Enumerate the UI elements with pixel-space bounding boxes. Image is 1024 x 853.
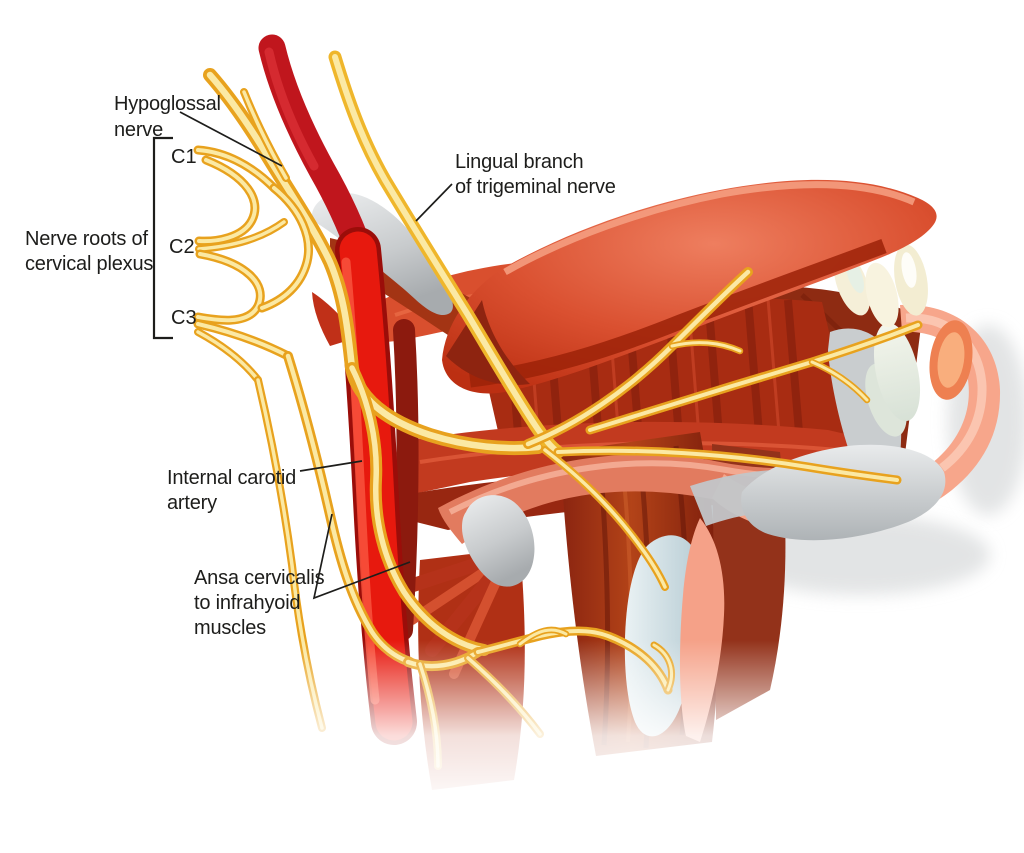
lingual-leader-line [415, 183, 453, 222]
lingual-nerve-path [328, 50, 565, 459]
label-carotid-line1: Internal carotid [167, 467, 296, 489]
hypoglossal-nerve-path [203, 68, 545, 456]
tongue-body [442, 179, 937, 394]
label-c1: C1 [171, 146, 197, 168]
arteries [258, 34, 419, 745]
lower-lip [929, 320, 973, 400]
label-hypoglossal-line2: nerve [114, 119, 163, 141]
external-carotid-top [258, 34, 376, 272]
lower-tooth [873, 322, 921, 422]
label-ansa-line2: to infrahyoid [194, 592, 300, 614]
skin-highlight [905, 313, 987, 472]
cervical-plexus-roots [193, 145, 313, 384]
label-lingual-line2: of trigeminal nerve [455, 176, 616, 198]
hypoglossal-leader-line [179, 111, 283, 167]
label-c2: C2 [169, 236, 195, 258]
label-c3: C3 [171, 307, 197, 329]
carotid-leader-line [299, 460, 363, 472]
lip-inner [937, 332, 965, 388]
hyoid-bone-shape [462, 495, 535, 587]
label-nerve-roots-line1: Nerve roots of [25, 228, 148, 250]
label-carotid-line2: artery [167, 492, 217, 514]
ansa-leader-lines [312, 513, 411, 600]
cervical-roots-bracket [152, 136, 173, 340]
tongue-underside-band [469, 238, 887, 388]
label-ansa-line3: muscles [194, 617, 266, 639]
label-lingual-line1: Lingual branch [455, 151, 583, 173]
artery-highlight [264, 47, 319, 171]
label-nerve-roots-line2: cervical plexus [25, 253, 153, 275]
upper-tooth-2 [865, 262, 899, 328]
annotations: Hypoglossal nerve C1 C2 C3 Nerve roots o… [25, 93, 616, 639]
teeth [833, 244, 928, 437]
bottom-fade [0, 640, 1024, 853]
label-hypoglossal-line1: Hypoglossal [114, 93, 221, 115]
label-ansa-line1: Ansa cervicalis [194, 567, 325, 589]
hypoglossal-strand-2 [240, 88, 290, 182]
tooth-highlight [901, 252, 917, 288]
hypoglossal-tongue-branches [523, 267, 923, 591]
tongue-highlight [503, 181, 916, 276]
